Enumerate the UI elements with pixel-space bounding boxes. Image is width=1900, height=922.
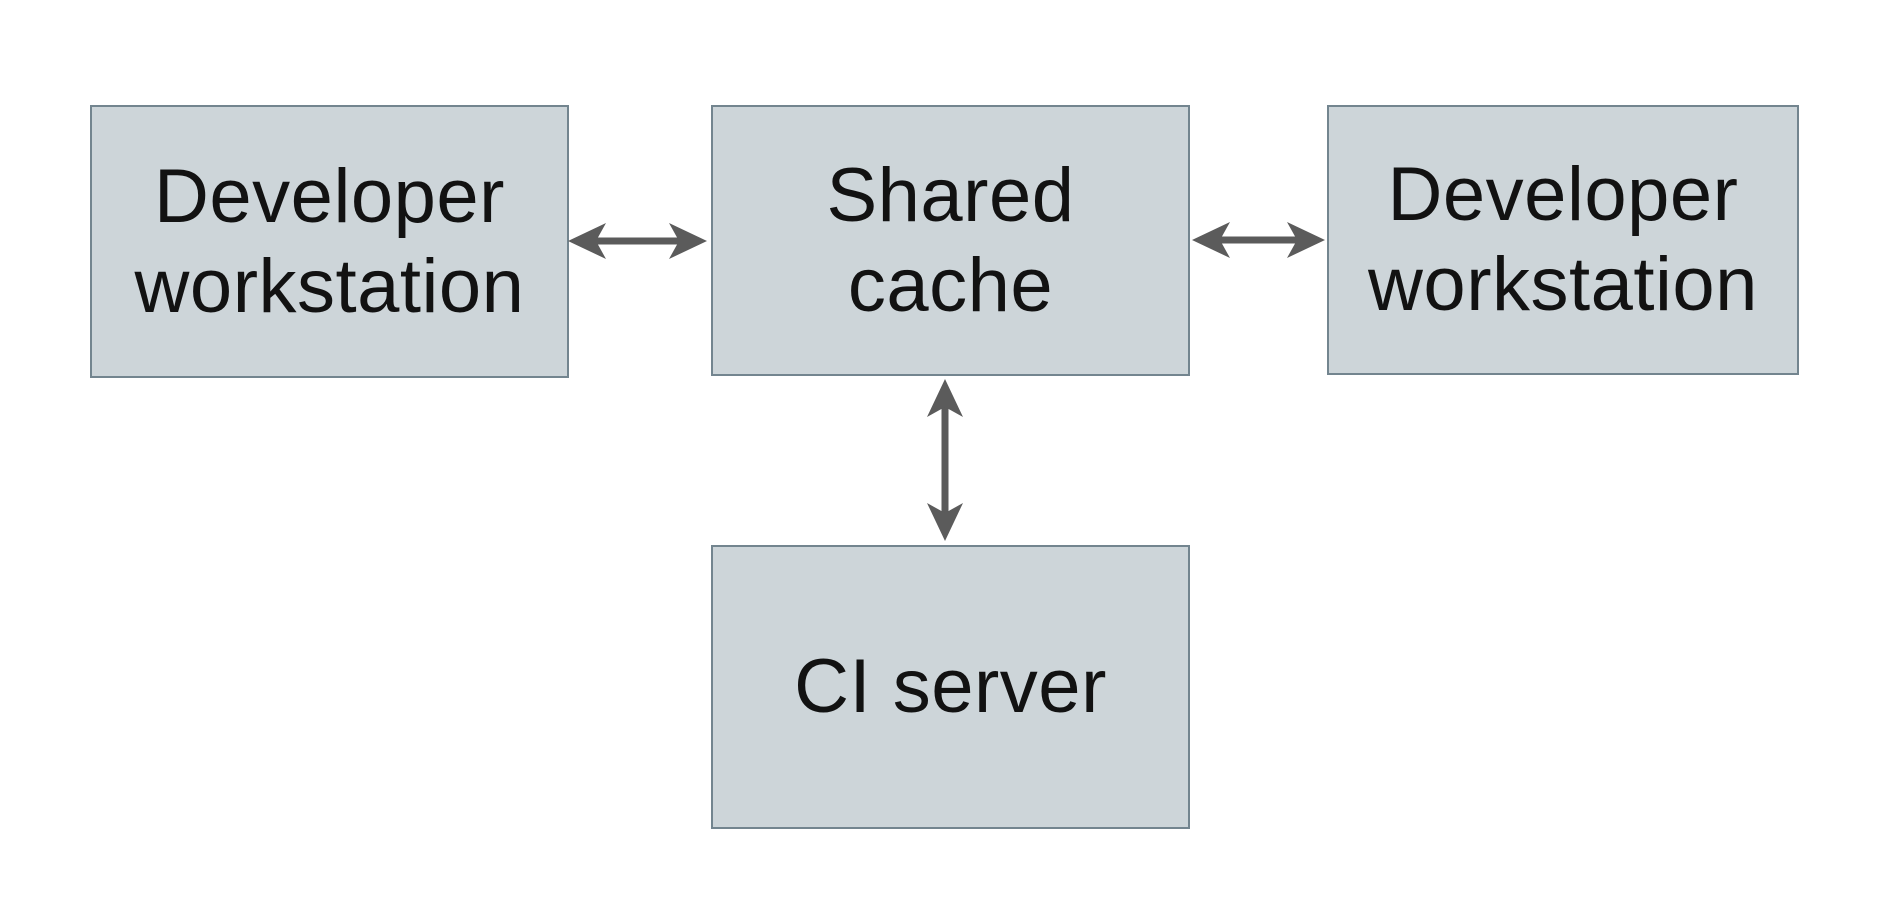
node-ci-server: CI server xyxy=(711,545,1190,829)
bidirectional-arrow-left-workstation-to-cache xyxy=(568,223,707,259)
bidirectional-arrow-cache-to-right-workstation xyxy=(1192,222,1325,258)
node-label-line: cache xyxy=(847,242,1054,328)
node-label-line: Shared xyxy=(826,152,1075,238)
node-shared-cache: Shared cache xyxy=(711,105,1190,376)
node-label-line: CI server xyxy=(794,644,1107,729)
node-developer-workstation-left: Developer workstation xyxy=(90,105,569,378)
node-label-line: workstation xyxy=(134,243,525,329)
node-developer-workstation-right: Developer workstation xyxy=(1327,105,1799,375)
bidirectional-arrow-cache-to-ci-server xyxy=(927,379,963,541)
node-label-line: workstation xyxy=(1368,242,1758,327)
node-label-line: Developer xyxy=(1387,152,1739,237)
node-label-line: Developer xyxy=(154,153,505,239)
